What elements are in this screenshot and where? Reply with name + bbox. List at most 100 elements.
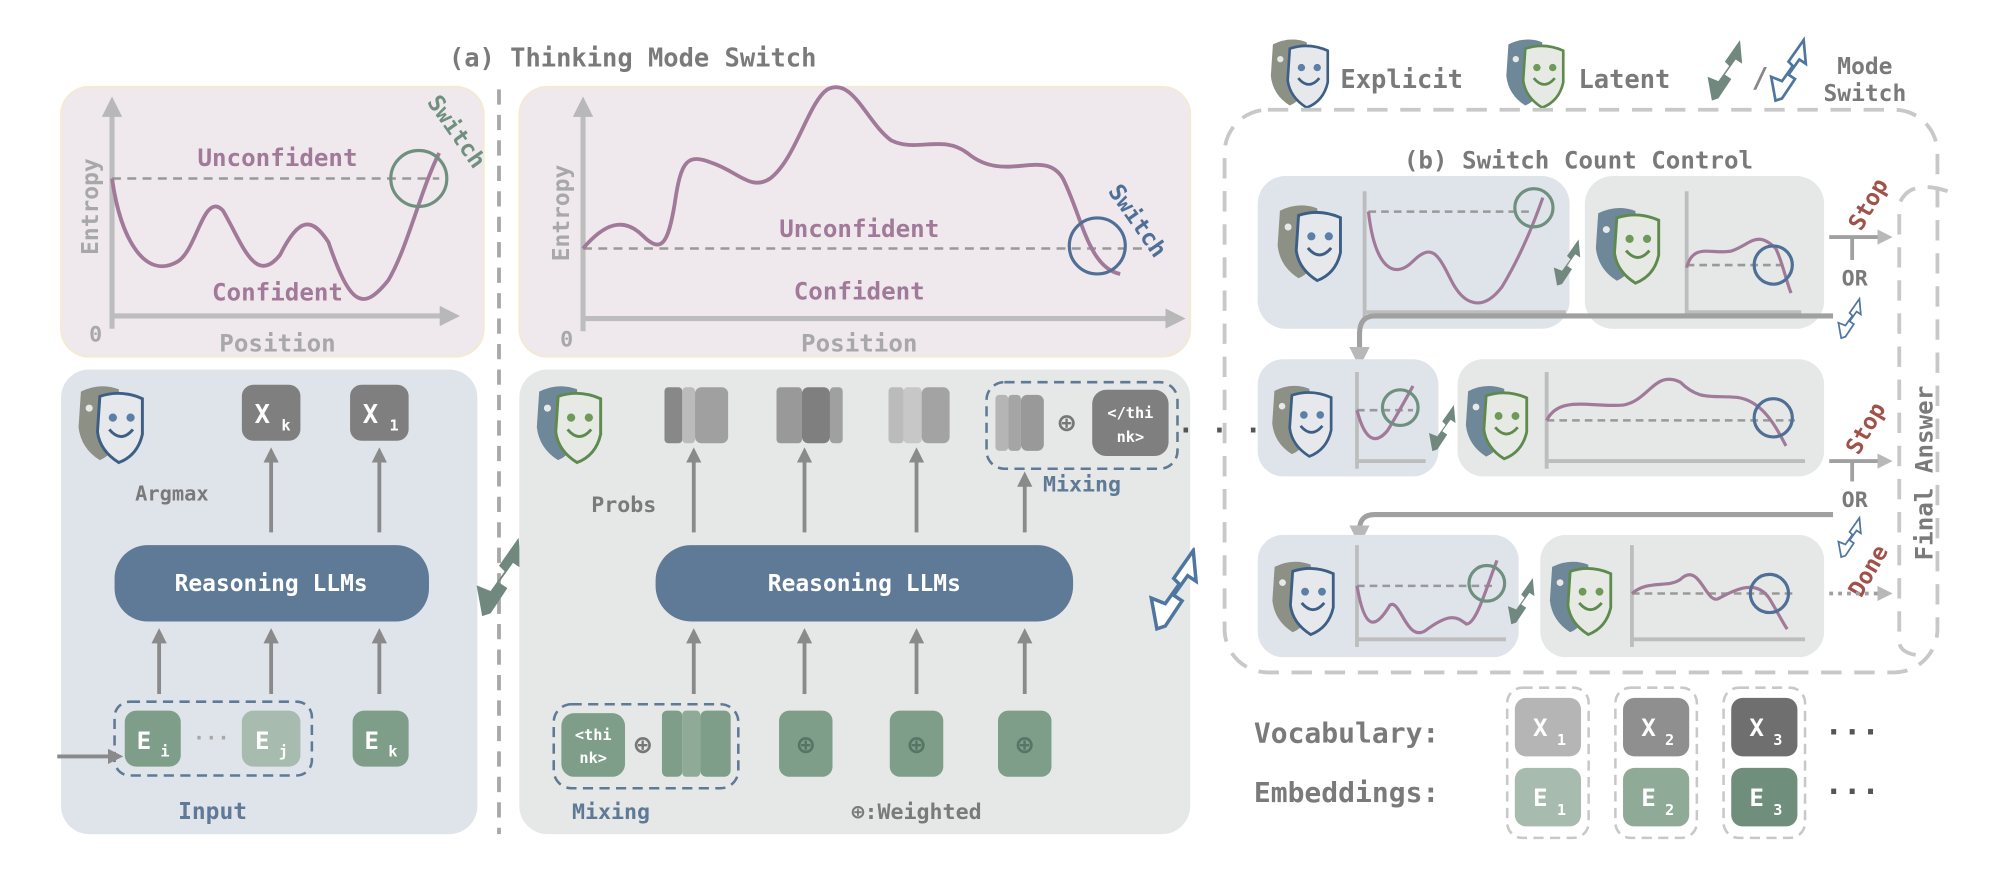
- svg-text:⊕: ⊕: [1058, 406, 1075, 439]
- svg-text:X: X: [1641, 714, 1656, 742]
- token-x1: X 1: [350, 384, 409, 441]
- mixing-input-group: <thi nk> ⊕: [552, 702, 740, 790]
- legend: Explicit Latent / Mode Switch: [1269, 38, 1907, 109]
- token-xk: X k: [241, 384, 301, 441]
- svg-text:⊕: ⊕: [634, 728, 651, 761]
- svg-text:E: E: [137, 727, 152, 755]
- x-axis-label: Position: [219, 330, 335, 358]
- vocab-token: [1514, 697, 1582, 757]
- svg-text:E: E: [364, 727, 379, 755]
- weighted-embedding: ⊕: [889, 710, 944, 777]
- latent-mask-icon: [1504, 38, 1565, 109]
- svg-text:<thi: <thi: [575, 726, 612, 744]
- embeddings-label: Embeddings:: [1254, 776, 1439, 809]
- svg-text:E: E: [1533, 784, 1548, 812]
- embedding-ellipsis: ···: [1825, 775, 1880, 810]
- mode-switch-outline-icon: [1769, 38, 1808, 103]
- entropy-chart-explicit: Switch Entropy 0 Position Unconfident Co…: [60, 85, 490, 358]
- vocabulary-label: Vocabulary:: [1254, 716, 1439, 749]
- entropy-curve: [110, 152, 441, 301]
- svg-text:1: 1: [390, 417, 399, 435]
- end-think-token: [1092, 389, 1169, 457]
- svg-text:2: 2: [1665, 731, 1674, 749]
- svg-text:k: k: [388, 742, 397, 760]
- embedding-ei: E i: [124, 710, 181, 767]
- x-axis-label: Position: [801, 330, 917, 358]
- input-group: [113, 700, 314, 777]
- origin-label: 0: [560, 328, 573, 353]
- start-think-token: [561, 713, 626, 777]
- svg-text:j: j: [279, 742, 288, 760]
- legend-switch: Switch: [1824, 81, 1907, 107]
- svg-text:E: E: [255, 727, 270, 755]
- svg-text:X: X: [363, 400, 378, 430]
- switch-count-control: (b) Switch Count Control Final Answer St…: [1222, 107, 1949, 675]
- vocab-token: [1731, 697, 1798, 757]
- y-axis-label: Entropy: [78, 158, 104, 255]
- prob-distribution: [664, 387, 729, 444]
- svg-text:X: X: [1533, 714, 1548, 742]
- prob-distribution: [888, 387, 950, 444]
- svg-text:3: 3: [1773, 801, 1782, 819]
- svg-text:k: k: [281, 417, 290, 435]
- weighted-legend: ⊕:Weighted: [851, 800, 981, 825]
- svg-text:nk>: nk>: [1117, 428, 1145, 446]
- argmax-label: Argmax: [135, 482, 209, 506]
- mixing-output-group: ⊕ </thi nk>: [985, 380, 1179, 471]
- weighted-embedding: ⊕: [779, 710, 833, 777]
- mixing-label-bottom: Mixing: [572, 800, 650, 825]
- input-label: Input: [178, 799, 247, 825]
- reasoning-llm-block: [655, 545, 1074, 622]
- stop-label: Stop: [1841, 398, 1891, 459]
- confident-label: Confident: [794, 277, 925, 305]
- svg-text:</thi: </thi: [1107, 404, 1153, 422]
- entropy-chart-latent: Switch Entropy 0 Position Unconfident Co…: [518, 85, 1192, 358]
- svg-text:⊕: ⊕: [908, 728, 925, 761]
- embedding-token: [1731, 767, 1798, 827]
- latent-reasoning-panel: Probs ⊕ </thi nk> Mixing Reasoning LLMs …: [519, 369, 1191, 835]
- continuation-dots: · · ·: [1177, 413, 1261, 446]
- mode-switch-solid-icon: [1707, 40, 1743, 101]
- reasoning-llm-label: Reasoning LLMs: [175, 571, 368, 597]
- embedding-token: [1514, 767, 1582, 827]
- loop-arrow: [1349, 313, 1834, 368]
- svg-text:1: 1: [1557, 731, 1566, 749]
- svg-text:E: E: [1749, 784, 1764, 812]
- reasoning-llm-block: [114, 545, 429, 622]
- explicit-reasoning-panel: X k X 1 Argmax Reasoning LLMs E i ··· E …: [57, 369, 478, 835]
- weighted-embedding: ⊕: [998, 710, 1052, 777]
- prob-distribution: [776, 387, 843, 444]
- origin-label: 0: [89, 322, 102, 347]
- svg-text:E: E: [1641, 784, 1656, 812]
- unconfident-label: Unconfident: [779, 215, 939, 243]
- y-axis-label: Entropy: [549, 164, 575, 261]
- svg-text:2: 2: [1665, 801, 1674, 819]
- final-answer-label: Final Answer: [1910, 386, 1938, 561]
- embedding-ek: E k: [352, 710, 409, 767]
- vocab-ellipsis: ···: [1825, 715, 1880, 750]
- svg-text:i: i: [160, 742, 169, 760]
- final-answer-box: [1897, 185, 1949, 658]
- svg-text:X: X: [255, 400, 270, 430]
- confident-label: Confident: [212, 279, 343, 307]
- switch-point: [389, 148, 449, 209]
- stop-label: Stop: [1844, 174, 1894, 235]
- entropy-curve: [1366, 197, 1545, 305]
- title-a: (a) Thinking Mode Switch: [449, 43, 817, 73]
- svg-text:1: 1: [1557, 801, 1566, 819]
- legend-latent: Latent: [1578, 65, 1670, 95]
- mode-switch-icon: [1837, 516, 1862, 559]
- probs-label: Probs: [591, 493, 656, 518]
- or-label: OR: [1842, 266, 1869, 291]
- vocab-token: [1623, 697, 1690, 757]
- unconfident-label: Unconfident: [197, 144, 357, 172]
- embedding-token: [1623, 767, 1690, 827]
- or-label: OR: [1842, 488, 1869, 513]
- embedding-ej: E j: [241, 710, 301, 767]
- reasoning-llm-label: Reasoning LLMs: [768, 571, 961, 597]
